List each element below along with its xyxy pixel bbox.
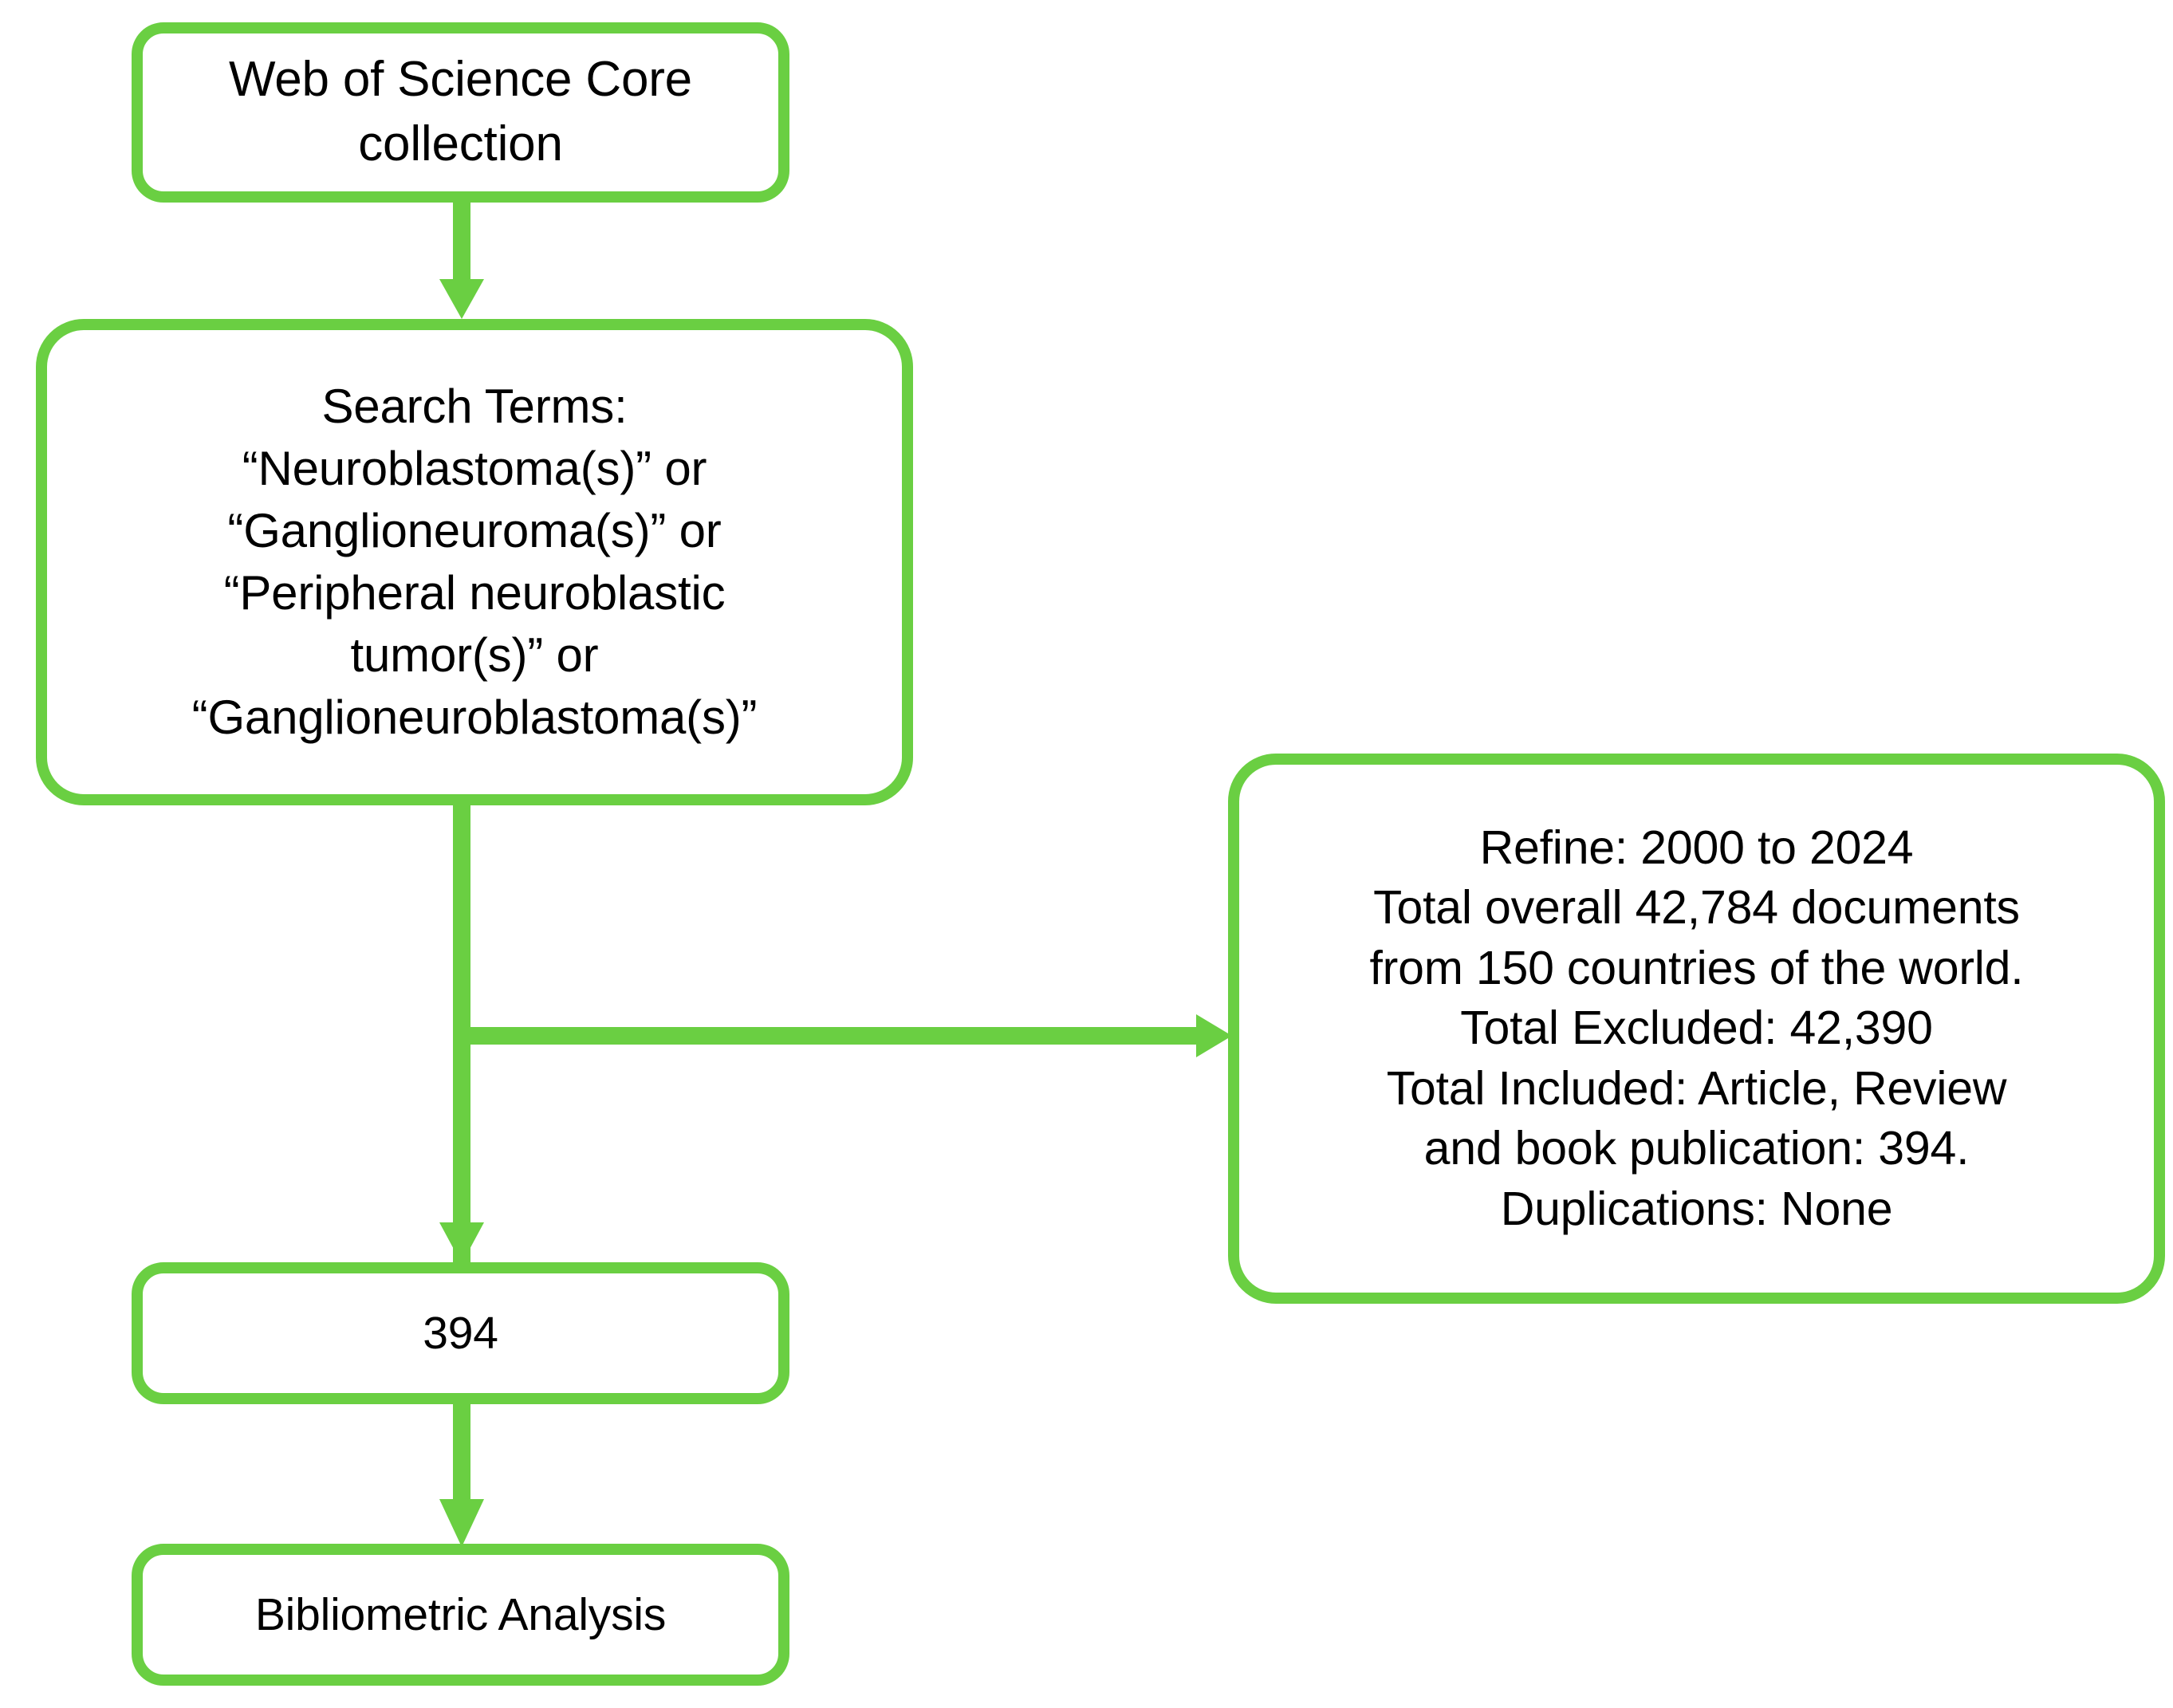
- node-search-label: Search Terms: “Neuroblastoma(s)” or “Gan…: [191, 380, 758, 744]
- node-search-terms[interactable]: Search Terms: “Neuroblastoma(s)” or “Gan…: [36, 319, 913, 805]
- node-analysis-label: Bibliometric Analysis: [254, 1588, 667, 1640]
- arrow-count-to-analysis: [439, 1404, 484, 1547]
- node-count-label: 394: [423, 1307, 498, 1359]
- arrow-source-to-search: [439, 203, 484, 319]
- node-refine-results[interactable]: Refine: 2000 to 2024 Total overall 42,78…: [1228, 754, 2165, 1304]
- node-web-of-science-core-collection[interactable]: Web of Science Core collection: [132, 22, 789, 203]
- node-source-label: Web of Science Core collection: [229, 52, 692, 171]
- node-bibliometric-analysis[interactable]: Bibliometric Analysis: [132, 1544, 789, 1686]
- arrow-search-to-refine: [453, 805, 1232, 1276]
- node-refine-label: Refine: 2000 to 2024 Total overall 42,78…: [1369, 821, 2024, 1235]
- arrow-search-to-count: [439, 1222, 484, 1264]
- node-included-count[interactable]: 394: [132, 1262, 789, 1404]
